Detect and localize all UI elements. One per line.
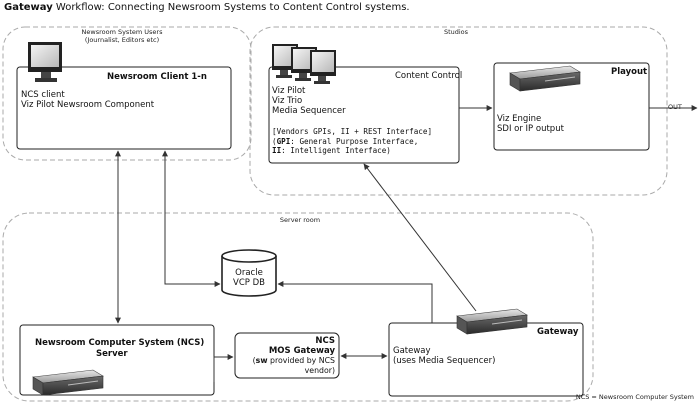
- gateway-db-connection: [277, 281, 433, 323]
- mos-gateway-line4: vendor): [304, 365, 335, 375]
- content-control-interfaces: [Vendors GPIs, II + REST Interface] (GPI…: [272, 127, 432, 156]
- mos-gateway-box: [234, 332, 340, 379]
- database-line2: VCP DB: [233, 278, 265, 288]
- ncs-server-icon: [32, 369, 104, 396]
- content-control-box: [268, 66, 460, 164]
- studios-region: [249, 26, 668, 196]
- newsroom-client-line2: Viz Pilot Newsroom Component: [21, 100, 155, 110]
- newsroom-client-line1: NCS client: [21, 90, 65, 100]
- users-label-line2: (Journalist, Editors etc): [84, 36, 160, 44]
- diagram-title: Gateway Workflow: Connecting Newsroom Sy…: [4, 2, 410, 13]
- ncs-server-title: Newsroom Computer System (NCS) Server: [35, 338, 204, 360]
- title-bold: Gateway: [4, 2, 53, 13]
- users-label-line1: Newsroom System Users: [81, 28, 163, 36]
- mos-gateway-text: NCS MOS Gateway (sw provided by NCS vend…: [238, 336, 335, 375]
- playout-line2: SDI or IP output: [497, 124, 564, 134]
- content-control-line1: Viz Pilot: [272, 86, 306, 96]
- playout-server-icon: [509, 65, 581, 92]
- ncs-mos-connection: [213, 354, 234, 382]
- playout-title: Playout: [611, 67, 648, 77]
- mos-gateway-line3: (sw provided by NCS: [252, 356, 335, 365]
- gateway-line1: Gateway: [393, 346, 431, 356]
- gateway-content-control-connection: [363, 163, 477, 312]
- database-icon: [221, 249, 277, 297]
- gateway-title: Gateway: [537, 327, 579, 337]
- gateway-text: Gateway (uses Media Sequencer): [393, 346, 495, 366]
- playout-text: Viz Engine SDI or IP output: [497, 114, 564, 134]
- ncs-server-title-line2: Server: [96, 349, 128, 359]
- database-label: Oracle VCP DB: [222, 268, 276, 288]
- content-control-line5: (GPI: General Purpose Interface,: [272, 136, 419, 146]
- users-region-label: Newsroom System Users (Journalist, Edito…: [62, 28, 182, 44]
- title-rest: Workflow: Connecting Newsroom Systems to…: [52, 2, 410, 13]
- studios-region-label: Studios: [443, 28, 469, 36]
- mos-gateway-line2: MOS Gateway: [268, 346, 335, 356]
- content-control-line6: II: Intelligent Interface): [272, 146, 391, 155]
- out-label: OUT: [668, 103, 682, 111]
- content-control-products: Viz Pilot Viz Trio Media Sequencer: [272, 86, 346, 116]
- ncs-server-title-line1: Newsroom Computer System (NCS): [35, 338, 205, 348]
- monitor-icon: [28, 42, 62, 82]
- server-room-label: Server room: [279, 216, 321, 224]
- newsroom-client-box: [16, 66, 232, 150]
- client-db-connection: [162, 150, 221, 287]
- playout-line1: Viz Engine: [497, 114, 542, 124]
- newsroom-client-text: NCS client Viz Pilot Newsroom Component: [21, 90, 154, 110]
- footnote: NCS = Newsroom Computer System: [575, 393, 694, 401]
- mos-gateway-line1: NCS: [315, 336, 335, 346]
- content-control-line2: Viz Trio: [272, 96, 303, 106]
- database-line1: Oracle: [235, 268, 263, 278]
- gateway-line2: (uses Media Sequencer): [393, 356, 496, 366]
- monitors-icon: [272, 44, 336, 84]
- users-region: [2, 26, 252, 161]
- content-control-title: Content Control: [395, 71, 463, 81]
- content-control-line4: [Vendors GPIs, II + REST Interface]: [272, 127, 433, 136]
- gateway-server-icon: [456, 308, 528, 335]
- newsroom-client-title: Newsroom Client 1-n: [107, 72, 207, 82]
- server-room-region: [2, 212, 594, 402]
- content-control-line3: Media Sequencer: [272, 106, 346, 116]
